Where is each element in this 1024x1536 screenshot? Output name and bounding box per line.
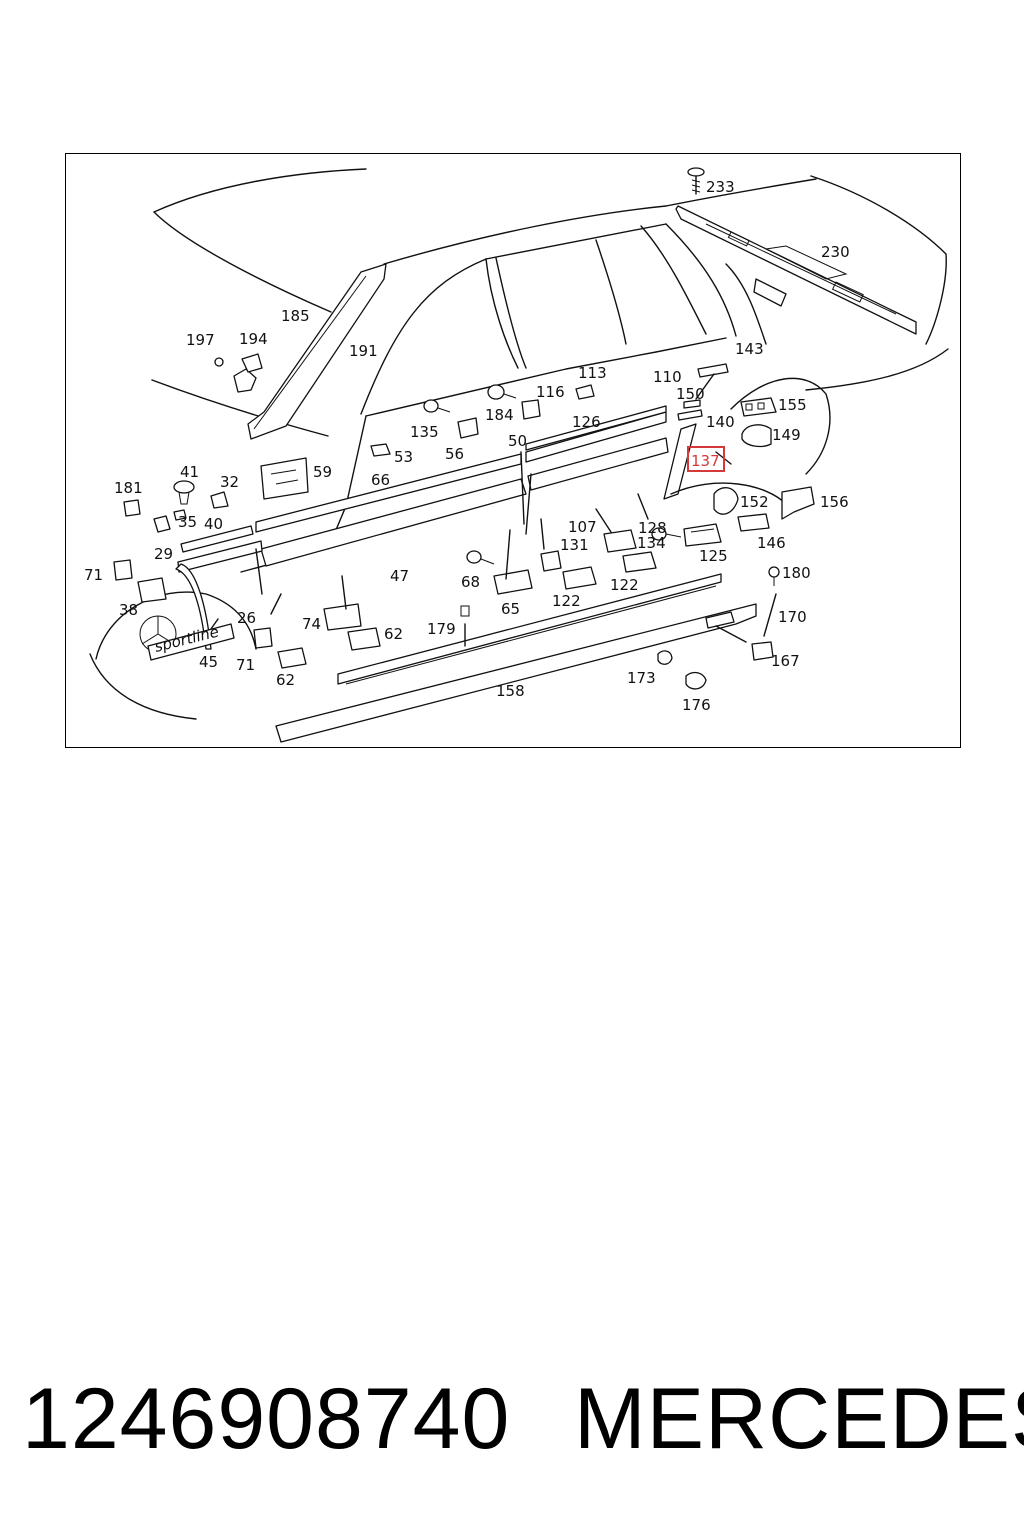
callout-170: 170	[778, 608, 807, 626]
callout-35: 35	[178, 513, 197, 531]
rocker-panel-158	[275, 573, 757, 743]
callout-71-left: 71	[84, 566, 103, 584]
callout-45: 45	[199, 653, 218, 671]
callout-146: 146	[757, 534, 786, 552]
callout-126: 126	[572, 413, 601, 431]
callout-122-left: 122	[552, 592, 581, 610]
callout-135: 135	[410, 423, 439, 441]
callout-53: 53	[394, 448, 413, 466]
callout-173: 173	[627, 669, 656, 687]
parts-diagram: sportline 233 230 185 191 197 194 143 11…	[65, 153, 961, 748]
callout-197: 197	[186, 331, 215, 349]
callout-134: 134	[637, 534, 666, 552]
callout-62-upper: 62	[384, 625, 403, 643]
callout-107: 107	[568, 518, 597, 536]
callout-233: 233	[706, 178, 735, 196]
screws-group	[423, 384, 682, 565]
strip-143	[695, 363, 729, 400]
callout-56: 56	[445, 445, 464, 463]
callout-152: 152	[740, 493, 769, 511]
callout-71-bottom: 71	[236, 656, 255, 674]
leader-arrows	[205, 493, 649, 637]
callout-140: 140	[706, 413, 735, 431]
callout-38: 38	[119, 601, 138, 619]
callout-116: 116	[536, 383, 565, 401]
clip-197-194	[214, 353, 263, 393]
callout-156: 156	[820, 493, 849, 511]
callout-74: 74	[302, 615, 321, 633]
callout-230: 230	[821, 243, 850, 261]
callout-41: 41	[180, 463, 199, 481]
callout-32: 32	[220, 473, 239, 491]
callout-50: 50	[508, 432, 527, 450]
callout-47: 47	[390, 567, 409, 585]
callout-65: 65	[501, 600, 520, 618]
callout-59: 59	[313, 463, 332, 481]
clips-right-group	[683, 397, 815, 547]
callout-113: 113	[578, 364, 607, 382]
door-molding-strips	[177, 405, 669, 573]
callout-181: 181	[114, 479, 143, 497]
rear-quarter-trim	[663, 399, 787, 505]
callout-128: 128	[638, 519, 667, 537]
rear-shelf-part-230	[675, 205, 917, 335]
exploded-view-drawing: sportline 233 230 185 191 197 194 143 11…	[84, 167, 949, 743]
callout-167: 167	[771, 652, 800, 670]
callout-180: 180	[782, 564, 811, 582]
callout-131: 131	[560, 536, 589, 554]
callout-125: 125	[699, 547, 728, 565]
pillar-trim-185-191	[247, 263, 387, 440]
callout-185: 185	[281, 307, 310, 325]
screw-233	[687, 167, 705, 195]
brand-name: MERCEDES	[574, 1371, 1024, 1467]
callout-143: 143	[735, 340, 764, 358]
callout-66: 66	[371, 471, 390, 489]
callout-179: 179	[427, 620, 456, 638]
callout-110: 110	[653, 368, 682, 386]
callout-labels: 233 230 185 191 197 194 143 113 110 150 …	[84, 178, 850, 714]
callout-194: 194	[239, 330, 268, 348]
callout-26: 26	[237, 609, 256, 627]
callout-184: 184	[485, 406, 514, 424]
callout-62-lower: 62	[276, 671, 295, 689]
callout-137: 137	[691, 452, 720, 470]
callout-176: 176	[682, 696, 711, 714]
callout-29: 29	[154, 545, 173, 563]
callout-191: 191	[349, 342, 378, 360]
callout-158: 158	[496, 682, 525, 700]
rod-170-cover-167	[460, 593, 777, 661]
small-clips	[113, 384, 780, 690]
callout-150: 150	[676, 385, 705, 403]
sportline-badge: sportline	[147, 623, 235, 661]
part-number: 1246908740	[22, 1371, 511, 1467]
callout-68: 68	[461, 573, 480, 591]
callout-122-right: 122	[610, 576, 639, 594]
callout-149: 149	[772, 426, 801, 444]
callout-155: 155	[778, 396, 807, 414]
footer-caption: 1246908740 MERCEDES	[0, 1364, 1024, 1474]
highlight-box-137	[687, 446, 725, 472]
callout-40: 40	[204, 515, 223, 533]
